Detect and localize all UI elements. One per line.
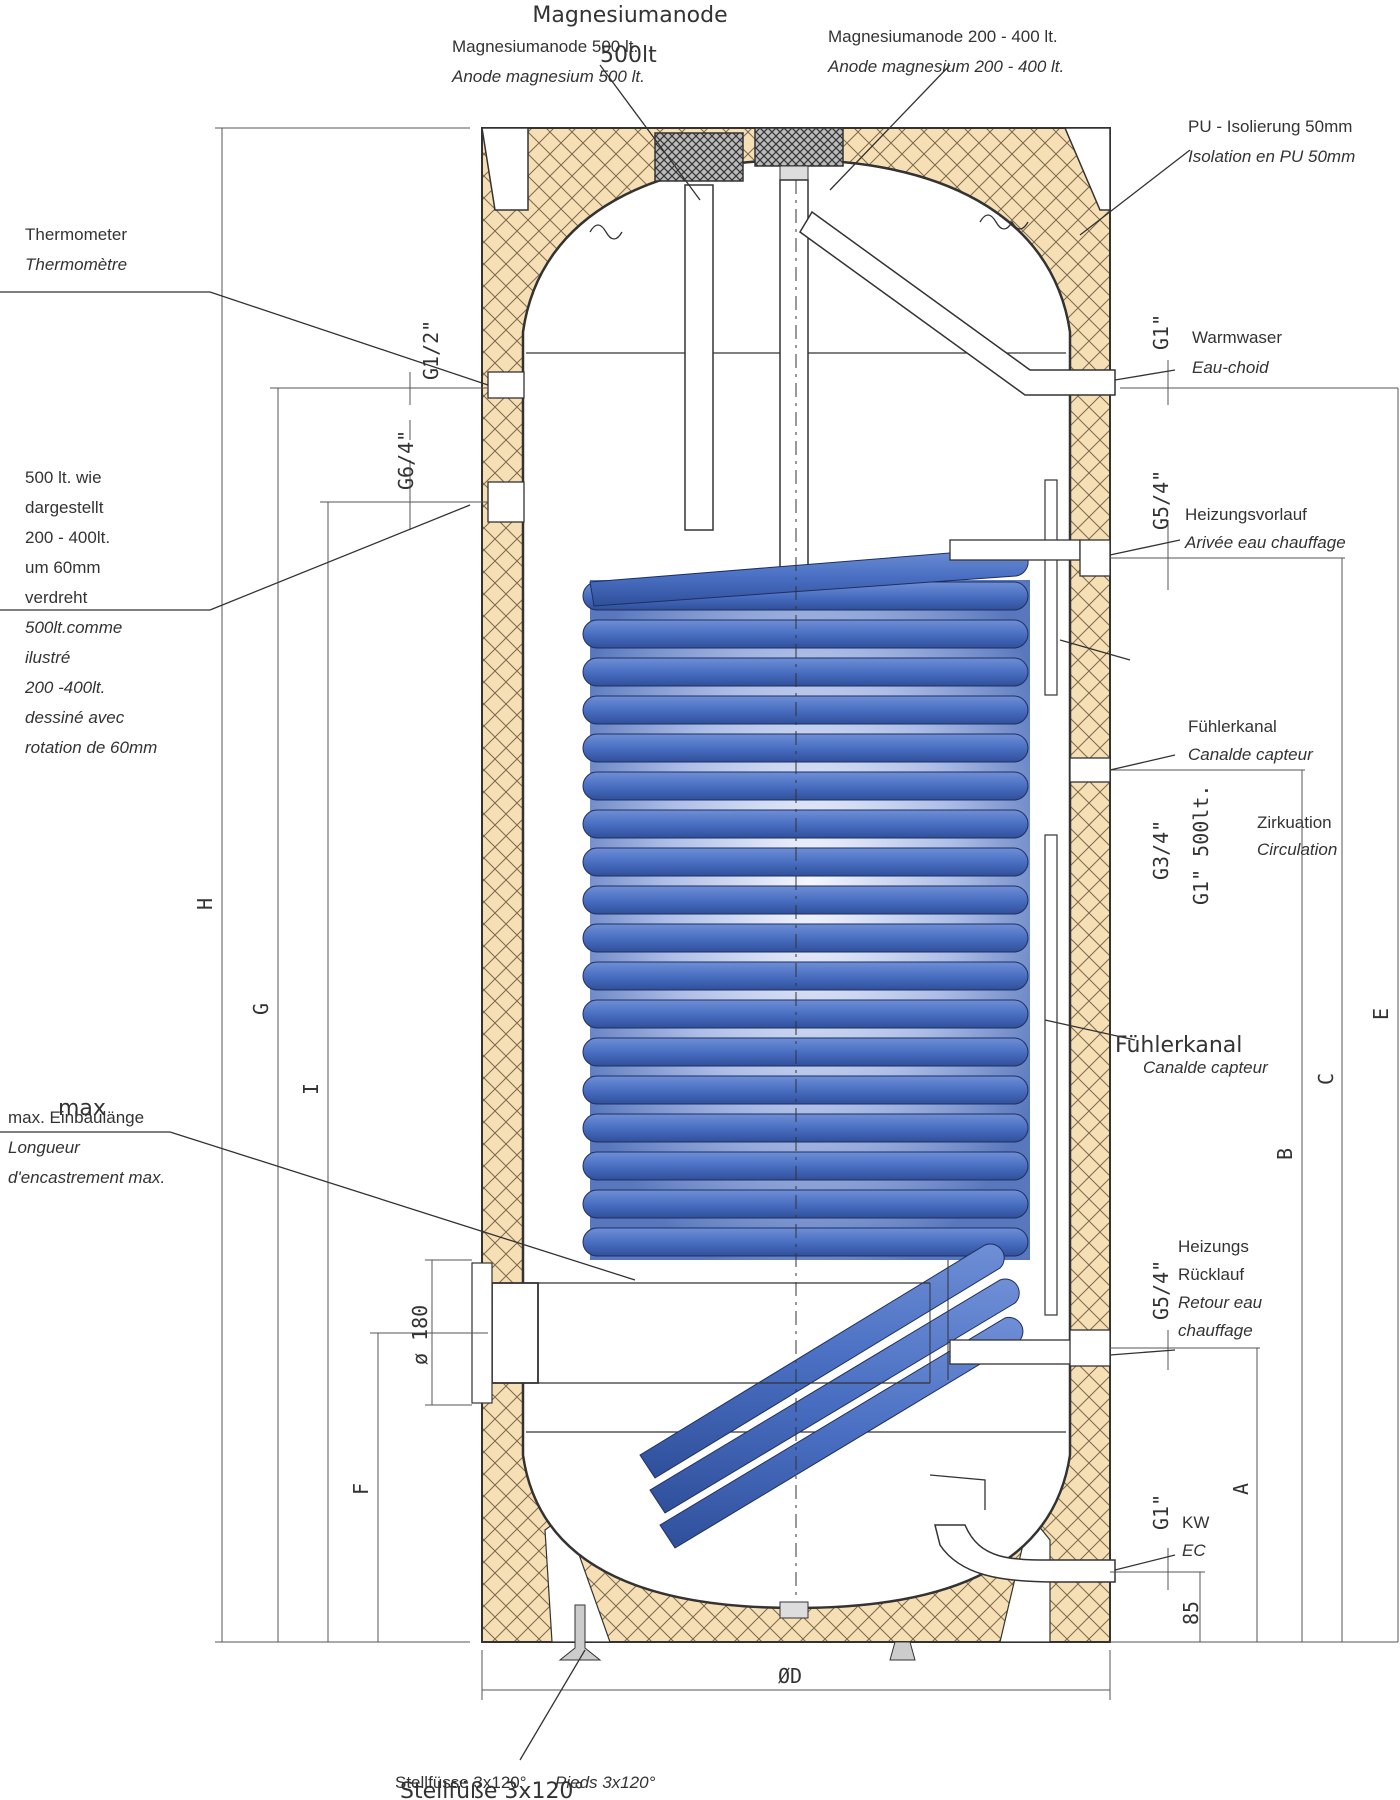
dim-C: C	[1314, 1073, 1338, 1085]
label-hruck-fr-2: chauffage	[1178, 1321, 1253, 1340]
coil-turn	[582, 999, 1029, 1029]
label-einbau-de: max. Einbaulänge	[8, 1108, 144, 1127]
label-hvorlauf-de: Heizungsvorlauf	[1185, 505, 1307, 524]
label-thermometer-fr: Thermomètre	[25, 255, 127, 274]
svg-text:500 lt. wie: 500 lt. wie	[25, 468, 102, 487]
fitting-g1-bot: G1"	[1149, 1494, 1173, 1530]
label-magnesium-500-de: Magnesiumanode 500 lt.	[452, 37, 638, 56]
note-rotation-de: 500 lt. wie dargestellt 200 - 400lt. um …	[25, 468, 110, 607]
fitting-g1-top: G1"	[1149, 314, 1173, 350]
coil-turn	[582, 619, 1029, 649]
anode-rod-200	[779, 179, 809, 581]
svg-text:200 -400lt.: 200 -400lt.	[24, 678, 105, 697]
coil-turn	[582, 961, 1029, 991]
coil-turn	[582, 923, 1029, 953]
fitting-g1-500: G1" 500lt.	[1189, 785, 1213, 905]
dim-I: I	[299, 1083, 323, 1095]
coil-turn	[582, 885, 1029, 915]
dim-85: 85	[1179, 1601, 1203, 1625]
label-hruck-fr-1: Retour eau	[1178, 1293, 1263, 1312]
label-pu-fr: Isolation en PU 50mm	[1188, 147, 1355, 166]
svg-text:ilustré: ilustré	[25, 648, 70, 667]
label-hruck-de-2: Rücklauf	[1178, 1265, 1244, 1284]
svg-text:rotation de 60mm: rotation de 60mm	[25, 738, 157, 757]
anode-rod-500	[684, 184, 714, 531]
flange	[491, 1282, 539, 1384]
coil-turn	[582, 657, 1029, 687]
coil-turn	[582, 1037, 1029, 1067]
dim-D: ØD	[778, 1664, 802, 1688]
label-magnesium-500-fr: Anode magnesium 500 lt.	[451, 67, 645, 86]
svg-text:verdreht: verdreht	[25, 588, 88, 607]
label-fuehler2-fr: Canalde capteur	[1143, 1058, 1269, 1077]
label-ec: EC	[1182, 1541, 1206, 1560]
coil-turn	[582, 809, 1029, 839]
dim-d180: ø 180	[408, 1305, 432, 1365]
label-fuehler-fr: Canalde capteur	[1188, 745, 1314, 764]
coil-turn	[582, 1151, 1029, 1181]
svg-text:dessiné avec: dessiné avec	[25, 708, 125, 727]
label-thermometer-de: Thermometer	[25, 225, 127, 244]
coil-turn	[582, 847, 1029, 877]
label-fuehler2-de: Fühlerkanal	[1115, 1033, 1242, 1058]
svg-text:um 60mm: um 60mm	[25, 558, 101, 577]
note-rotation-fr: 500lt.comme ilustré 200 -400lt. dessiné …	[24, 618, 157, 757]
heat-exchanger-coil	[582, 547, 1030, 1549]
coil-turn	[582, 733, 1029, 763]
dim-A: A	[1229, 1483, 1253, 1495]
label-einbau-fr-2: d'encastrement max.	[8, 1168, 165, 1187]
fitting-g34: G3/4"	[1149, 820, 1173, 880]
label-zirk-de: Zirkuation	[1257, 813, 1332, 832]
dim-E: E	[1369, 1008, 1393, 1020]
dim-F: F	[349, 1483, 373, 1495]
coil-turn	[582, 1075, 1029, 1105]
label-fuehler-de: Fühlerkanal	[1188, 717, 1277, 736]
label-stell-de: Stellfüsse 3x120°	[395, 1773, 527, 1792]
label-warm-de: Warmwaser	[1192, 328, 1282, 347]
dim-H: H	[193, 898, 217, 910]
warm-water-pipe	[799, 210, 1116, 396]
fitting-g64: G6/4"	[394, 430, 418, 490]
svg-text:200 - 400lt.: 200 - 400lt.	[25, 528, 110, 547]
anode-plug-right	[754, 127, 844, 167]
label-warm-fr: Eau-choid	[1192, 358, 1269, 377]
coil-return-tube	[649, 1278, 1020, 1514]
label-stell-big: Stellfüße 3x120°	[400, 1779, 584, 1800]
coil-return-tube	[639, 1243, 1005, 1479]
label-stell-fr: Pieds 3x120°	[555, 1773, 656, 1792]
label-magnesium-200-fr: Anode magnesium 200 - 400 lt.	[827, 57, 1064, 76]
dim-B: B	[1273, 1148, 1297, 1160]
dim-G: G	[249, 1003, 273, 1015]
coil-turn	[582, 1113, 1029, 1143]
fitting-g54-top: G5/4"	[1149, 470, 1173, 530]
label-magnesium-main: Magnesiumanode	[532, 3, 727, 28]
cold-water-pipe	[934, 1524, 1116, 1583]
coil-turn	[582, 771, 1029, 801]
svg-text:dargestellt: dargestellt	[25, 498, 104, 517]
foot-left	[558, 1604, 602, 1661]
label-kw: KW	[1182, 1513, 1209, 1532]
label-einbau-max: max	[58, 1096, 106, 1121]
fitting-g54-bot: G5/4"	[1149, 1260, 1173, 1320]
label-zirk-fr: Circulation	[1257, 840, 1337, 859]
label-magnesium-200-de: Magnesiumanode 200 - 400 lt.	[828, 27, 1058, 46]
label-500lt: 500lt	[600, 43, 657, 68]
svg-text:500lt.comme: 500lt.comme	[25, 618, 122, 637]
label-einbau-fr-1: Longueur	[8, 1138, 81, 1157]
anode-plug-left	[654, 132, 744, 182]
fitting-g12: G1/2"	[419, 320, 443, 380]
coil-turn	[582, 1189, 1029, 1219]
coil-glow	[590, 580, 1030, 1260]
label-hvorlauf-fr: Arivée eau chauffage	[1184, 533, 1346, 552]
label-hruck-de-1: Heizungs	[1178, 1237, 1249, 1256]
coil-turn	[582, 695, 1029, 725]
foot-right	[889, 1641, 916, 1661]
label-pu-de: PU - Isolierung 50mm	[1188, 117, 1352, 136]
coil-turn	[582, 1227, 1029, 1257]
